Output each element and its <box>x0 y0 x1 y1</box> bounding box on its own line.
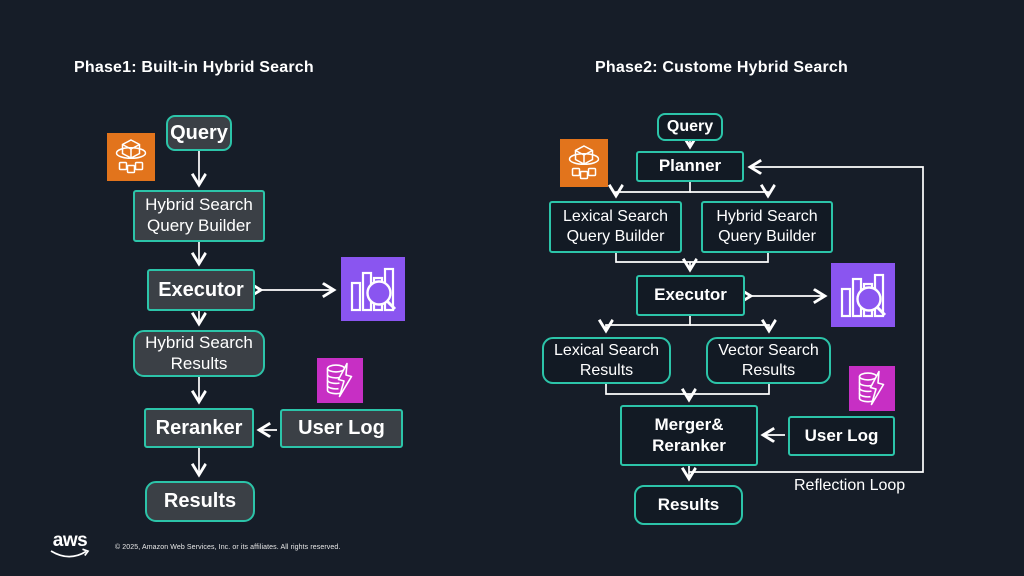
phase2-user-log-box: User Log <box>788 416 895 456</box>
phase1-executor-box: Executor <box>147 269 255 311</box>
genai-cube-icon <box>560 139 608 187</box>
aws-logo: aws <box>48 530 92 561</box>
phase1-query-box: Query <box>166 115 232 151</box>
phase2-lexical-query-builder-box: Lexical Search Query Builder <box>549 201 682 253</box>
phase1-title: Phase1: Built-in Hybrid Search <box>74 59 314 76</box>
phase1-search-results-box: Hybrid Search Results <box>133 330 265 377</box>
phase1-query-builder-box: Hybrid Search Query Builder <box>133 190 265 242</box>
database-flash-icon <box>849 366 895 411</box>
phase2-vector-results-box: Vector Search Results <box>706 337 831 384</box>
search-analytics-icon <box>341 257 405 321</box>
phase1-results-box: Results <box>145 481 255 522</box>
phase2-planner-box: Planner <box>636 151 744 182</box>
aws-logo-text: aws <box>52 530 88 551</box>
database-flash-icon <box>317 358 363 403</box>
phase1-user-log-box: User Log <box>280 409 403 448</box>
phase2-title: Phase2: Custome Hybrid Search <box>595 59 848 76</box>
aws-smile-icon <box>50 548 90 558</box>
search-analytics-icon <box>831 263 895 327</box>
phase2-lexical-results-box: Lexical Search Results <box>542 337 671 384</box>
reflection-loop-label: Reflection Loop <box>794 477 906 494</box>
phase2-query-box: Query <box>657 113 723 141</box>
copyright-text: © 2025, Amazon Web Services, Inc. or its… <box>115 544 341 551</box>
phase2-merger-reranker-box: Merger& Reranker <box>620 405 758 466</box>
phase2-results-box: Results <box>634 485 743 525</box>
genai-cube-icon <box>107 133 155 181</box>
phase1-reranker-box: Reranker <box>144 408 254 448</box>
phase2-executor-box: Executor <box>636 275 745 316</box>
phase2-hybrid-query-builder-box: Hybrid Search Query Builder <box>701 201 833 253</box>
